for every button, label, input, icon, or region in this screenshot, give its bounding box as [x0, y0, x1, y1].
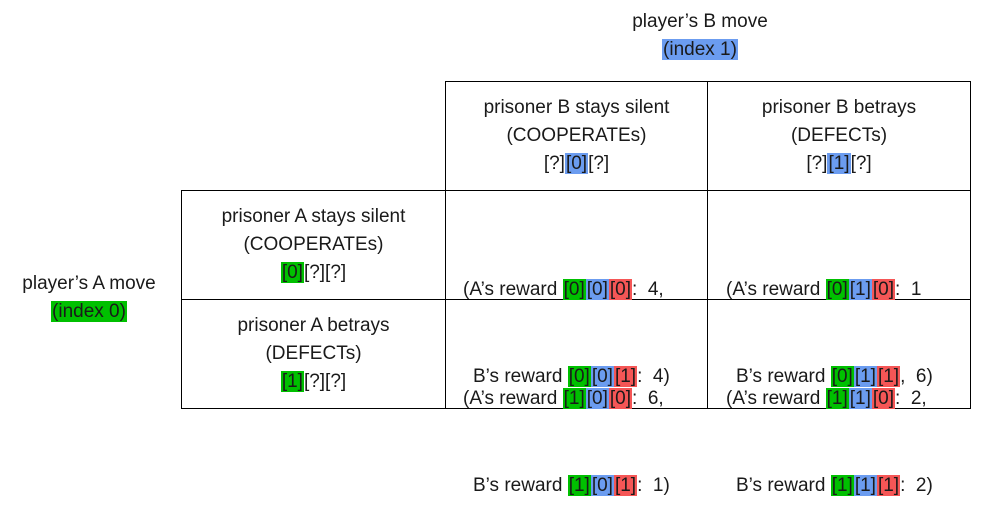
row-header-title: prisoner A stays silent: [221, 206, 406, 227]
a-reward-line: (A’s reward [0][1][0]: 1: [726, 279, 922, 300]
player-a-header: player’s A move (index 0): [0, 270, 178, 326]
column-header-action: (DEFECTs): [790, 125, 888, 146]
player-a-title: player’s A move: [22, 273, 156, 294]
column-header-action: (COOPERATEs): [506, 125, 647, 146]
row-header-index: [1][?][?]: [280, 371, 347, 392]
player-a-index-label: (index 0): [51, 301, 127, 322]
a-reward-line: (A’s reward [1][0][0]: 6,: [463, 388, 664, 409]
column-header-title: prisoner B stays silent: [483, 97, 670, 118]
column-header-index: [?][0][?]: [543, 153, 610, 174]
column-header-b-betrays: prisoner B betrays (DEFECTs) [?][1][?]: [708, 82, 970, 190]
column-header-b-silent: prisoner B stays silent (COOPERATEs) [?]…: [446, 82, 707, 190]
column-header-title: prisoner B betrays: [761, 97, 917, 118]
a-index-highlight: [0]: [280, 262, 304, 283]
reward-cell-betrays-betrays: (A’s reward [1][1][0]: 2, B’s reward [1]…: [726, 326, 933, 529]
player-b-header: player’s B move (index 1): [600, 8, 800, 64]
a-reward-line: (A’s reward [0][0][0]: 4,: [463, 279, 664, 300]
row-header-a-silent: prisoner A stays silent (COOPERATEs) [0]…: [182, 191, 445, 299]
grid-line-top: [445, 81, 971, 82]
b-index-highlight: [0]: [564, 153, 589, 174]
player-b-index-label: (index 1): [662, 39, 738, 60]
grid-line-row1: [181, 190, 971, 191]
b-index-highlight: [1]: [827, 153, 851, 174]
a-index-highlight: [1]: [280, 371, 304, 392]
b-reward-line: B’s reward [0][1][1], 6): [736, 366, 933, 387]
row-header-action: (DEFECTs): [265, 343, 362, 364]
reward-cell-silent-silent: (A’s reward [0][0][0]: 4, B’s reward [0]…: [463, 217, 670, 420]
grid-line-left: [181, 190, 182, 409]
b-reward-line: B’s reward [1][0][1]: 1): [473, 475, 670, 496]
b-reward-line: B’s reward [0][0][1]: 4): [473, 366, 670, 387]
row-header-action: (COOPERATEs): [243, 234, 384, 255]
row-header-index: [0][?][?]: [280, 262, 347, 283]
column-header-index: [?][1][?]: [806, 153, 872, 174]
reward-cell-silent-betrays: (A’s reward [0][1][0]: 1 B’s reward [0][…: [726, 217, 933, 420]
b-reward-line: B’s reward [1][1][1]: 2): [736, 475, 933, 496]
row-header-title: prisoner A betrays: [237, 315, 390, 336]
player-b-title: player’s B move: [632, 11, 768, 32]
reward-cell-betrays-silent: (A’s reward [1][0][0]: 6, B’s reward [1]…: [463, 326, 670, 529]
grid-line-right: [970, 81, 971, 409]
row-header-a-betrays: prisoner A betrays (DEFECTs) [1][?][?]: [182, 300, 445, 408]
grid-line-col2: [707, 81, 708, 409]
a-reward-line: (A’s reward [1][1][0]: 2,: [726, 388, 927, 409]
grid-line-col1: [445, 81, 446, 409]
